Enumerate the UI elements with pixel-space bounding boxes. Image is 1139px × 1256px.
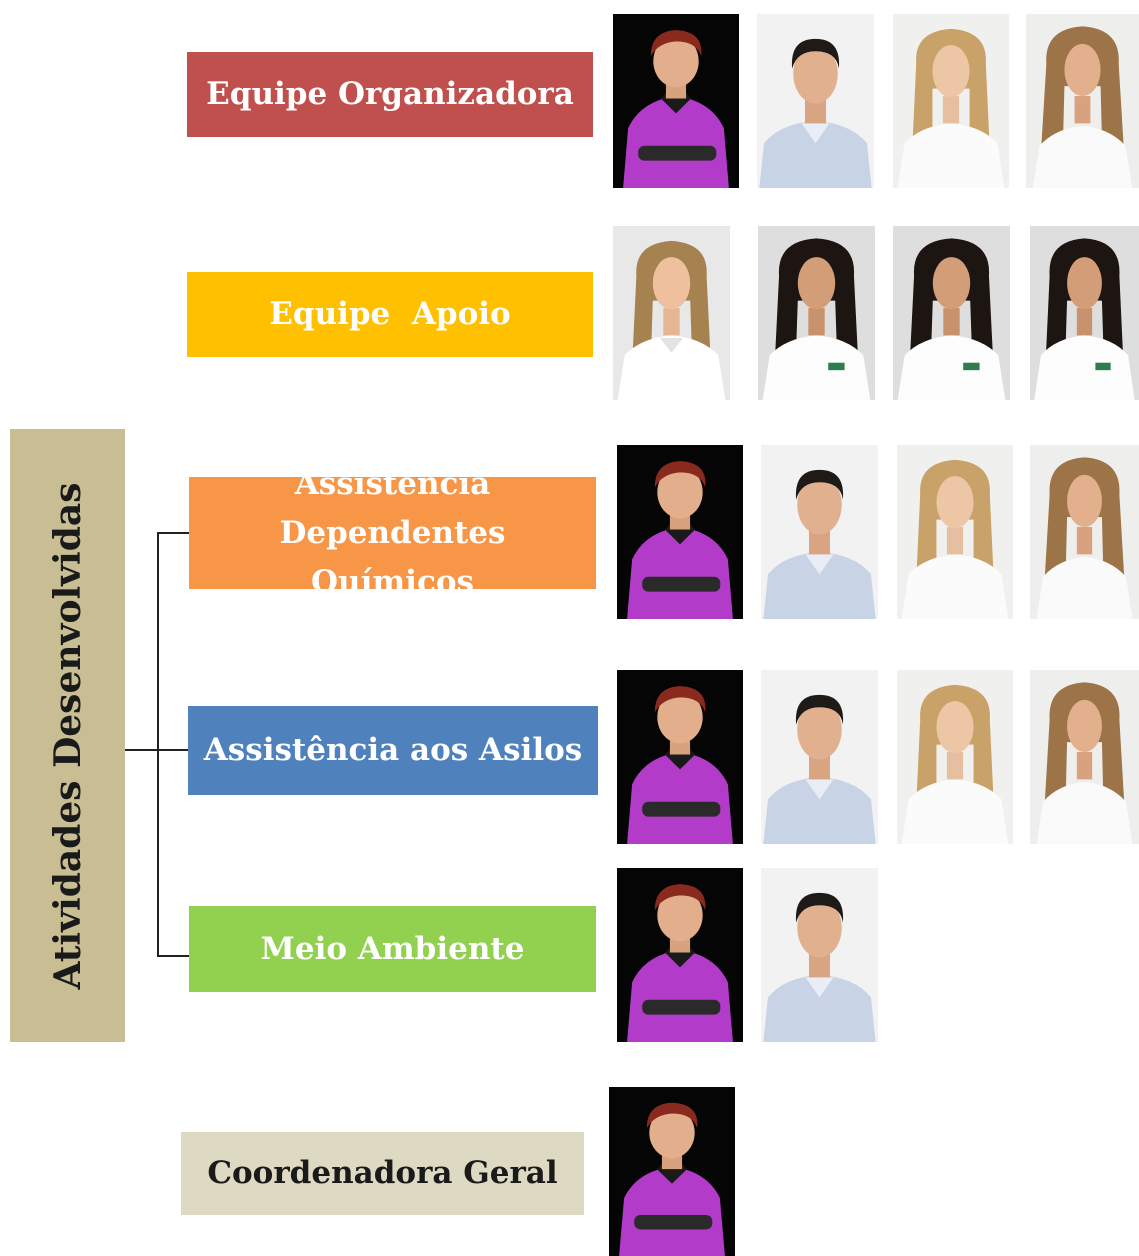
team-label: Equipe Organizadora [206, 76, 574, 112]
photo-coordinator [617, 445, 743, 619]
connector-branch-asilos [157, 749, 189, 751]
team-box-assistencia-dependentes-quimicos: Assistência Dependentes Químicos [189, 466, 596, 600]
team-box-coordenadora-geral: Coordenadora Geral [181, 1132, 584, 1215]
team-label: Coordenadora Geral [207, 1155, 558, 1191]
connector-branch-meio-ambiente [157, 955, 190, 957]
activities-side-bar: Atividades Desenvolvidas [10, 429, 125, 1042]
photo-coordinator [609, 1087, 735, 1256]
photo-woman-wavy [1030, 670, 1139, 844]
activities-side-label: Atividades Desenvolvidas [46, 481, 89, 990]
photo-coordinator [617, 670, 743, 844]
team-box-meio-ambiente: Meio Ambiente [189, 906, 596, 992]
photo-woman-blonde [893, 14, 1009, 188]
team-label: Equipe Apoio [269, 296, 511, 332]
photo-man [761, 670, 878, 844]
photo-woman-uniform-3 [893, 226, 1010, 400]
team-box-equipe-organizadora: Equipe Organizadora [187, 52, 593, 137]
photo-woman-blonde [897, 445, 1013, 619]
photo-man [757, 14, 874, 188]
photo-woman-uniform-1 [613, 226, 730, 400]
team-label: Assistência aos Asilos [203, 732, 583, 768]
connector-main-horizontal [125, 749, 158, 751]
photo-coordinator [613, 14, 739, 188]
connector-vertical [157, 532, 159, 957]
connector-branch-quimicos [157, 532, 190, 534]
photo-woman-uniform-2 [758, 226, 875, 400]
photo-woman-uniform-4 [1030, 226, 1139, 400]
team-box-equipe-apoio: Equipe Apoio [187, 272, 593, 357]
photo-man [761, 868, 878, 1042]
team-label: Meio Ambiente [260, 930, 525, 967]
photo-woman-wavy [1026, 14, 1139, 188]
photo-woman-wavy [1030, 445, 1139, 619]
photo-woman-blonde [897, 670, 1013, 844]
photo-coordinator [617, 868, 743, 1042]
team-box-assistencia-asilos: Assistência aos Asilos [188, 706, 598, 795]
team-label: Assistência Dependentes Químicos [279, 465, 506, 600]
photo-man [761, 445, 878, 619]
